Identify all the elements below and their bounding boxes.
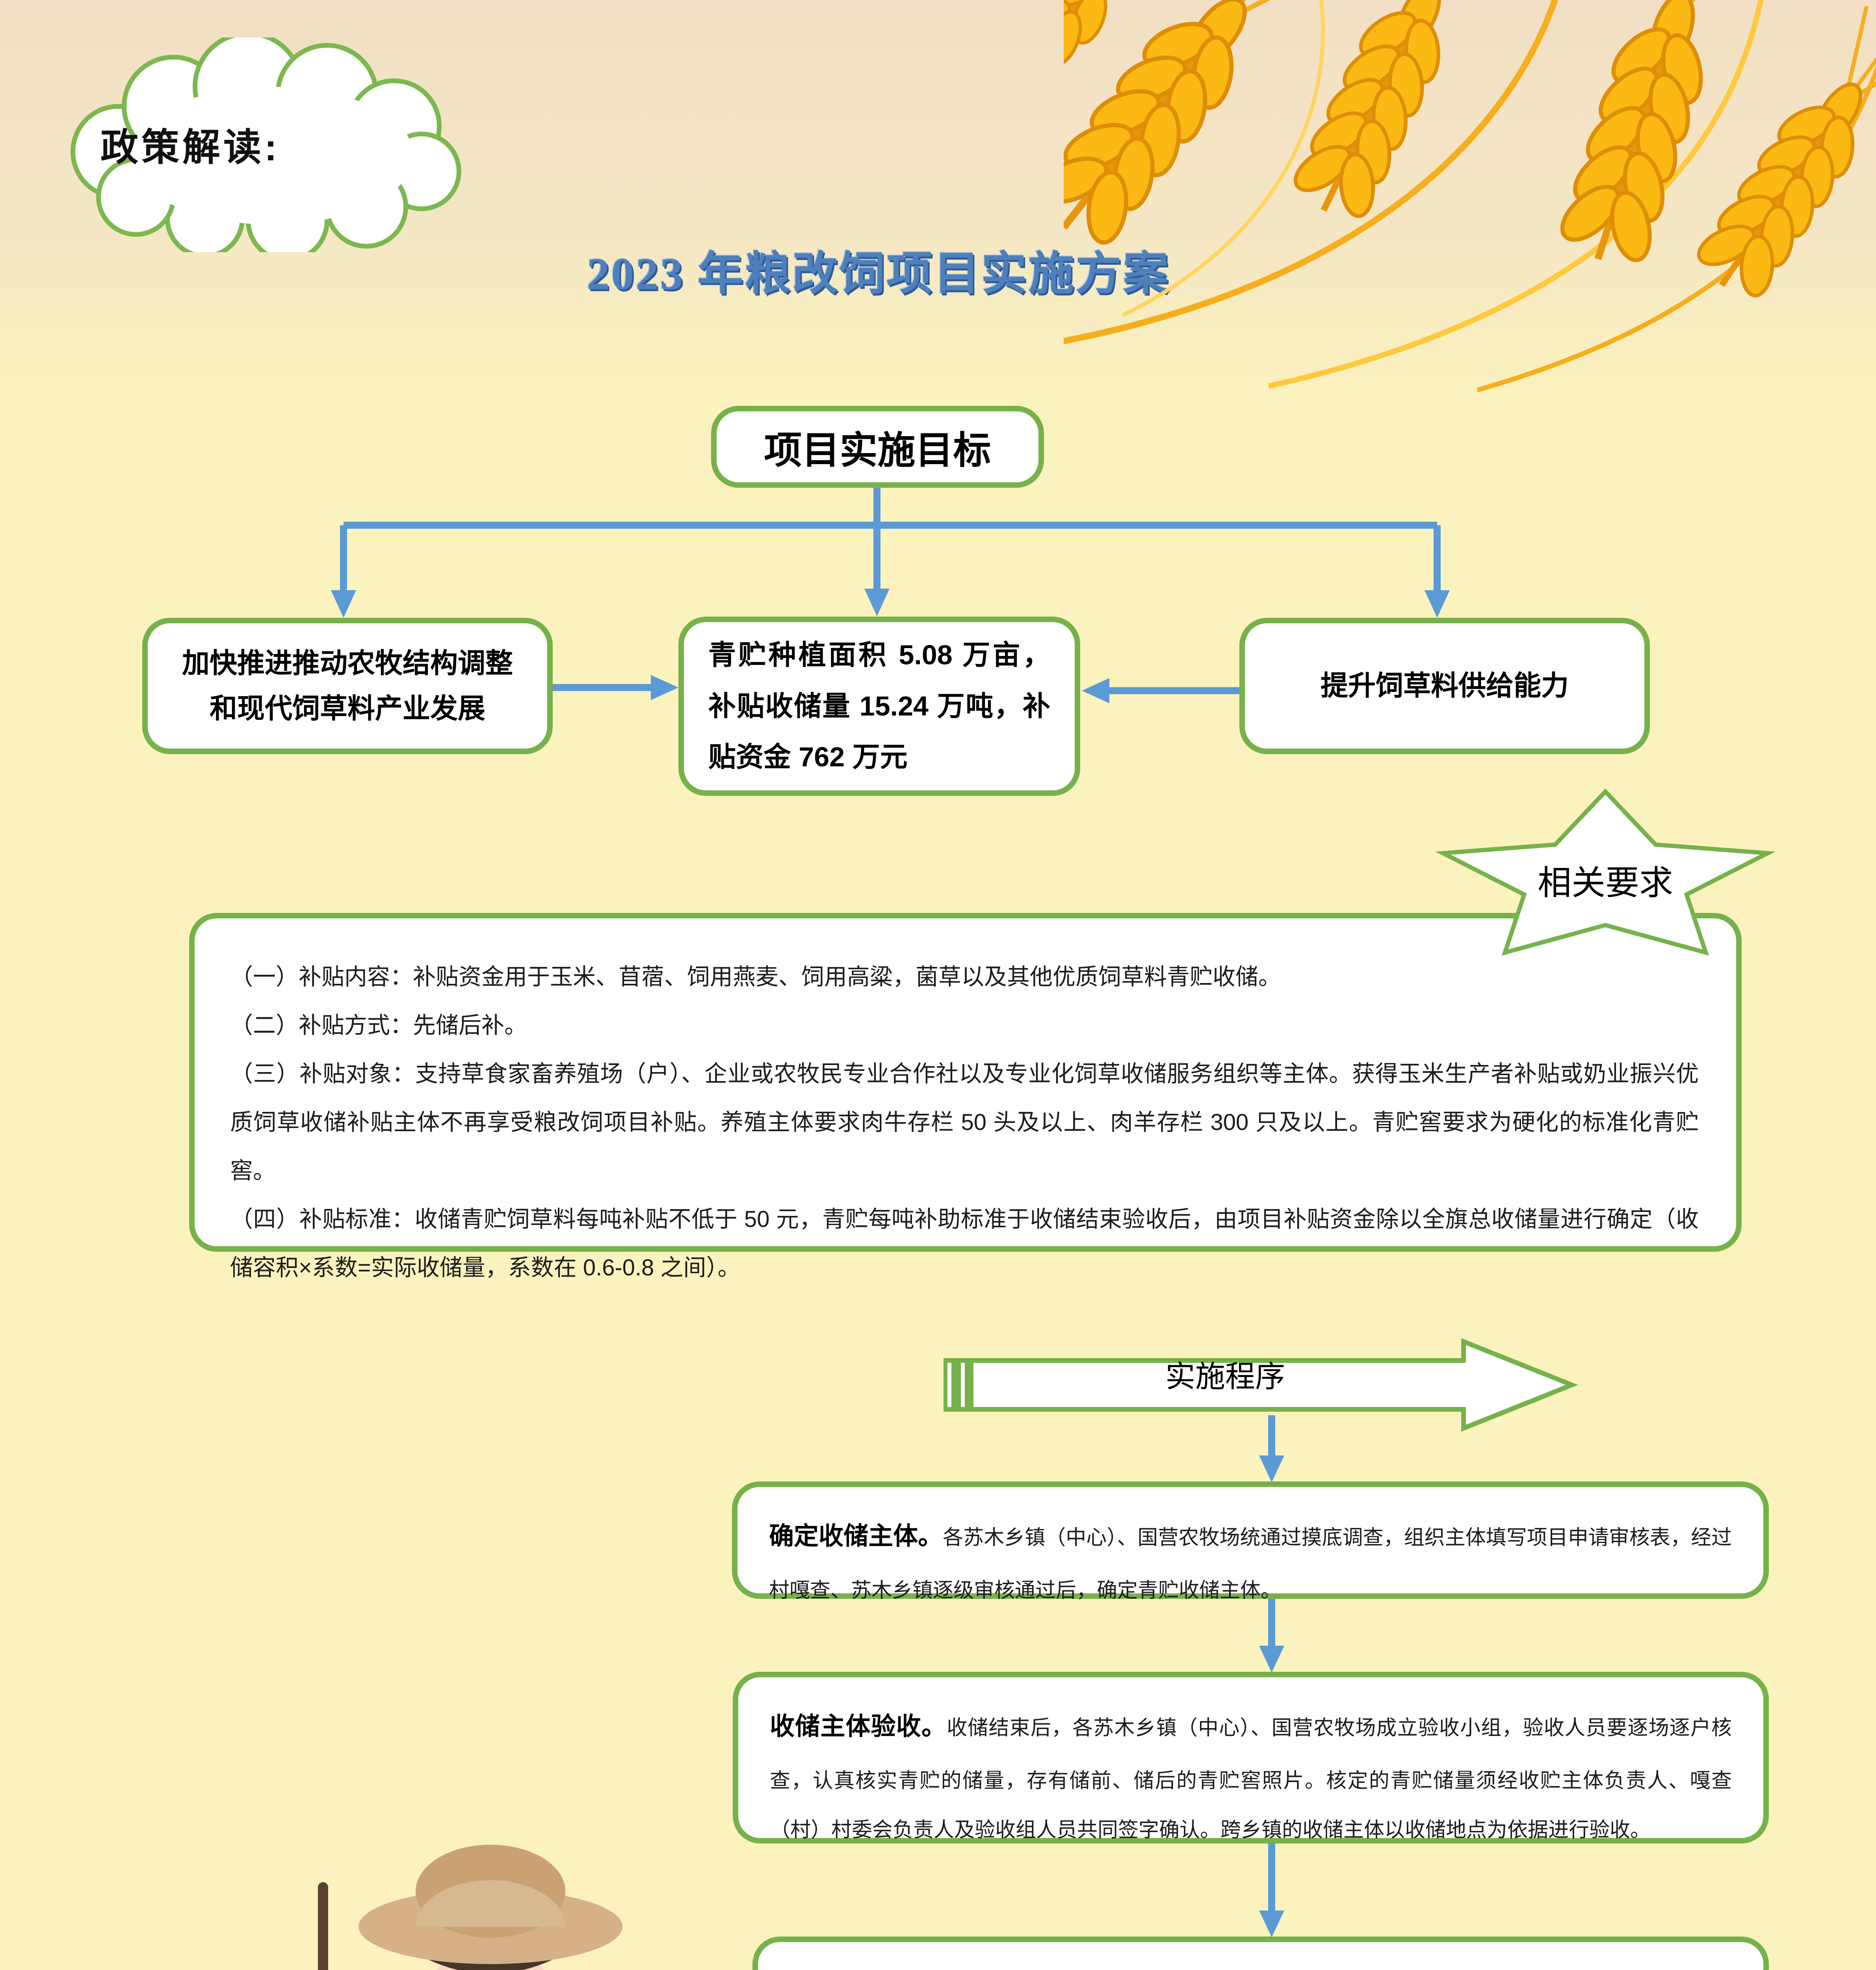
step-1-body: 各苏木乡镇（中心）、国营农牧场统通过摸底调查，组织主体填写项目申请审核表，经过村… bbox=[769, 1526, 1732, 1602]
step-1-lead: 确定收储主体。 bbox=[769, 1522, 943, 1550]
requirement-item-4: （四）补贴标准：收储青贮饲草料每吨补贴不低于 50 元，青贮每吨补助标准于收储结… bbox=[230, 1206, 1699, 1280]
goal-header-box: 项目实施目标 bbox=[711, 406, 1044, 488]
policy-badge-cloud bbox=[71, 37, 461, 252]
goal-box-middle: 青贮种植面积 5.08 万亩，补贴收储量 15.24 万吨，补贴资金 762 万… bbox=[678, 617, 1080, 796]
goal-right-text: 提升饲草料供给能力 bbox=[1321, 670, 1569, 701]
step-box-2: 收储主体验收。收储结束后，各苏木乡镇（中心）、国营农牧场成立验收小组，验收人员要… bbox=[733, 1672, 1769, 1844]
requirement-item-1: （一）补贴内容：补贴资金用于玉米、苜蓿、饲用燕麦、饲用高粱，菌草以及其他优质饲草… bbox=[230, 964, 1282, 990]
arrowhead-icon bbox=[331, 589, 1450, 703]
procedure-banner-text: 实施程序 bbox=[1165, 1360, 1285, 1394]
policy-badge-text: 政策解读: bbox=[100, 126, 280, 169]
requirements-star-text: 相关要求 bbox=[1538, 864, 1673, 902]
requirement-item-3: （三）补贴对象：支持草食家畜养殖场（户）、企业或农牧民专业合作社以及专业化饲草收… bbox=[230, 1061, 1699, 1184]
goal-middle-text: 青贮种植面积 5.08 万亩，补贴收储量 15.24 万吨，补贴资金 762 万… bbox=[708, 639, 1050, 773]
goal-left-line2: 和现代饲草料产业发展 bbox=[210, 693, 485, 724]
goal-header-text: 项目实施目标 bbox=[764, 429, 991, 472]
down-arrow-icon bbox=[1259, 1415, 1284, 1482]
farmer-illustration bbox=[318, 1845, 622, 1970]
step-2-body: 收储结束后，各苏木乡镇（中心）、国营农牧场成立验收小组，验收人员要逐场逐户核查，… bbox=[770, 1717, 1732, 1842]
flow-connectors bbox=[331, 487, 1450, 703]
down-arrow-icon bbox=[1259, 1844, 1284, 1937]
requirements-box: （一）补贴内容：补贴资金用于玉米、苜蓿、饲用燕麦、饲用高粱，菌草以及其他优质饲草… bbox=[189, 913, 1742, 1280]
step-box-1: 确定收储主体。各苏木乡镇（中心）、国营农牧场统通过摸底调查，组织主体填写项目申请… bbox=[732, 1481, 1769, 1602]
down-arrow-icon bbox=[1259, 1599, 1284, 1673]
requirements-star-badge bbox=[1435, 788, 1776, 956]
page-title: 2023 年粮改饲项目实施方案 bbox=[587, 249, 1170, 299]
step-2-lead: 收储主体验收。 bbox=[770, 1713, 947, 1740]
requirement-item-2: （二）补贴方式：先储后补。 bbox=[230, 1012, 528, 1038]
goal-box-left: 加快推进推动农牧结构调整 和现代饲草料产业发展 bbox=[142, 618, 553, 754]
goal-box-right: 提升饲草料供给能力 bbox=[1239, 618, 1650, 754]
goal-left-line1: 加快推进推动农牧结构调整 bbox=[182, 647, 513, 678]
procedure-banner bbox=[944, 1338, 1579, 1432]
wheat-illustration bbox=[1064, 0, 1876, 392]
step-box-3: 旗督查组抽查核实。各苏木乡镇（中心）、国营农牧场验收结束后，旗农牧和科技局组织动… bbox=[752, 1937, 1769, 1970]
field-background bbox=[318, 1845, 622, 1970]
